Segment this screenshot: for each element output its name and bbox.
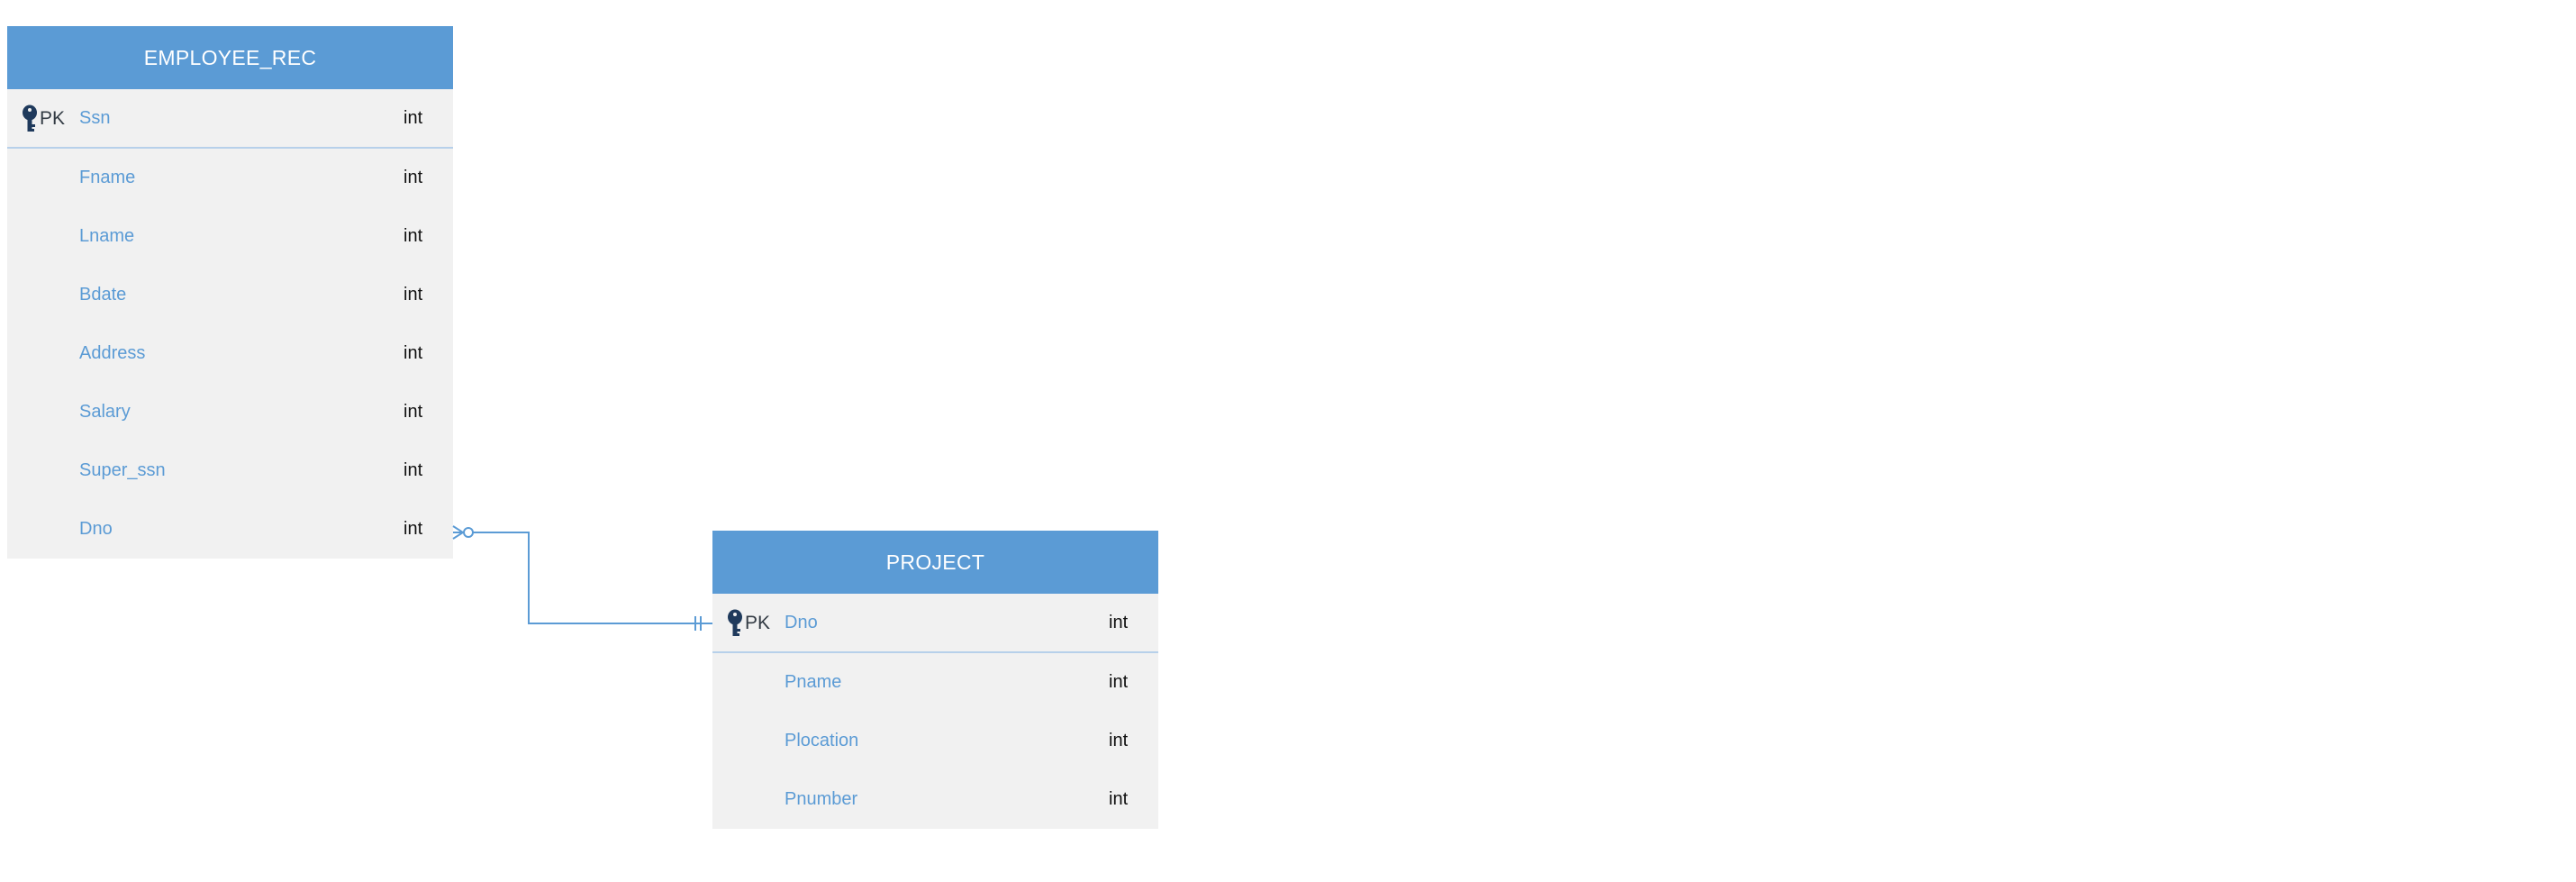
entity-header[interactable]: EMPLOYEE_REC [7, 26, 453, 89]
crows-foot-zero-many-icon [452, 525, 474, 540]
attribute-type: int [404, 168, 423, 187]
attribute-row-pname[interactable]: Pname int [712, 653, 1158, 712]
attribute-type: int [404, 402, 423, 422]
attribute-row-fname[interactable]: Fname int [7, 149, 453, 207]
attribute-name: Bdate [79, 285, 127, 305]
attribute-name: Pnumber [785, 789, 858, 809]
attribute-name: Plocation [785, 731, 859, 750]
attribute-type: int [1109, 672, 1129, 692]
entity-title: PROJECT [885, 550, 985, 574]
attribute-name: Lname [79, 226, 135, 246]
attribute-name: Salary [79, 402, 131, 422]
pk-label: PK [40, 108, 66, 129]
attribute-row-bdate[interactable]: Bdate int [7, 266, 453, 324]
attribute-type: int [1109, 612, 1129, 632]
entity-project[interactable]: PROJECT PK Dno int Pname int [712, 531, 1158, 829]
attribute-row-salary[interactable]: Salary int [7, 383, 453, 441]
attribute-type: int [404, 343, 423, 363]
attribute-type: int [404, 519, 423, 539]
attribute-type: int [404, 460, 423, 480]
attribute-row-pnumber[interactable]: Pnumber int [712, 770, 1158, 829]
attribute-row-plocation[interactable]: Plocation int [712, 712, 1158, 770]
attribute-name: Super_ssn [79, 460, 166, 480]
pk-label: PK [745, 613, 771, 633]
attribute-name: Dno [785, 612, 818, 632]
primary-key-cell: PK [7, 89, 79, 147]
one-and-only-one-icon [694, 616, 702, 631]
attribute-name: Fname [79, 168, 136, 187]
attribute-type: int [404, 107, 423, 128]
attribute-row-dno[interactable]: PK Dno int [712, 594, 1158, 653]
relationship-line [453, 532, 712, 624]
attribute-name: Address [79, 343, 146, 363]
attribute-type: int [404, 285, 423, 305]
key-icon [23, 105, 37, 132]
attribute-row-super-ssn[interactable]: Super_ssn int [7, 441, 453, 500]
entity-header[interactable]: PROJECT [712, 531, 1158, 594]
attribute-type: int [404, 226, 423, 246]
attribute-name: Dno [79, 519, 113, 539]
entity-title: EMPLOYEE_REC [143, 45, 317, 69]
attribute-row-lname[interactable]: Lname int [7, 207, 453, 266]
attribute-type: int [1109, 731, 1129, 750]
attribute-name: Pname [785, 672, 842, 692]
attribute-row-dno[interactable]: Dno int [7, 500, 453, 559]
attribute-row-address[interactable]: Address int [7, 324, 453, 383]
entity-employee-rec[interactable]: EMPLOYEE_REC PK Ssn int Fname int [7, 26, 453, 559]
attribute-type: int [1109, 789, 1129, 809]
attribute-row-ssn[interactable]: PK Ssn int [7, 89, 453, 149]
primary-key-cell: PK [712, 594, 785, 651]
key-icon [728, 609, 742, 636]
attribute-name: Ssn [79, 107, 111, 128]
